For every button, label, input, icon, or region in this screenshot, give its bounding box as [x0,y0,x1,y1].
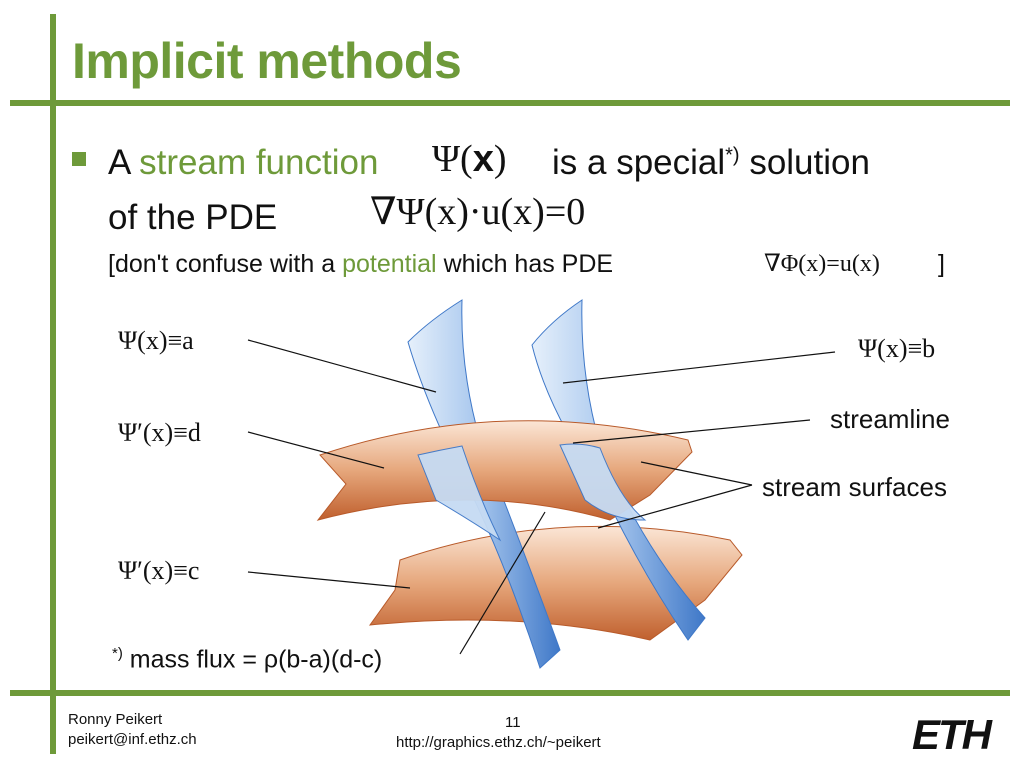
potential-term: potential [342,250,437,278]
sub-note-close: ] [938,250,945,278]
label-psi-d: Ψ′(x)≡d [118,418,201,447]
footer-author-block: Ronny Peikert peikert@inf.ethz.ch [68,710,197,749]
footer-line [10,690,1010,696]
slide-title: Implicit methods [72,33,462,89]
bullet-line-2: of the PDE [108,198,278,237]
bullet-line-1-rest: is a special*) solution [552,145,870,180]
bullet-line-1: A stream function [108,145,378,180]
bullet-square-icon [72,152,86,166]
frame-vertical-line [50,14,56,754]
psi-of-x-formula: Ψ(x) [432,138,507,180]
label-streamline: streamline [830,404,950,434]
footer-url: http://graphics.ethz.ch/~peikert [396,734,601,751]
blue-overlap-left [417,445,502,542]
stream-function-term: stream function [139,143,379,182]
label-psi-c: Ψ′(x)≡c [118,556,200,585]
footnote-ref: *) [725,144,740,167]
potential-formula: ∇Φ(x)=u(x) [764,251,880,277]
bullet-text-c: solution [739,143,870,182]
label-stream-surfaces: stream surfaces [762,472,947,502]
pde-formula: ∇Ψ(x)·u(x)=0 [370,191,586,233]
eth-logo: ETH [912,711,992,758]
sub-note-b: which has PDE [436,250,614,278]
blue-overlap-right [559,443,647,521]
title-underline [10,100,1010,106]
bullet-text-b: is a special [552,143,726,182]
footnote-mark: *) [112,645,123,662]
footnote: *) mass flux = ρ(b-a)(d-c) [112,646,382,672]
page-number: 11 [505,714,521,731]
label-psi-a: Ψ(x)≡a [118,326,194,355]
bullet-text-a: A [108,143,140,182]
sub-note-a: [don't confuse with a [108,250,343,278]
footnote-text: mass flux = ρ(b-a)(d-c) [122,645,383,674]
footer-author: Ronny Peikert [68,711,163,728]
label-psi-b: Ψ(x)≡b [858,334,936,363]
footer-email: peikert@inf.ethz.ch [68,730,197,748]
sub-note: [don't confuse with a potential which ha… [108,252,613,277]
